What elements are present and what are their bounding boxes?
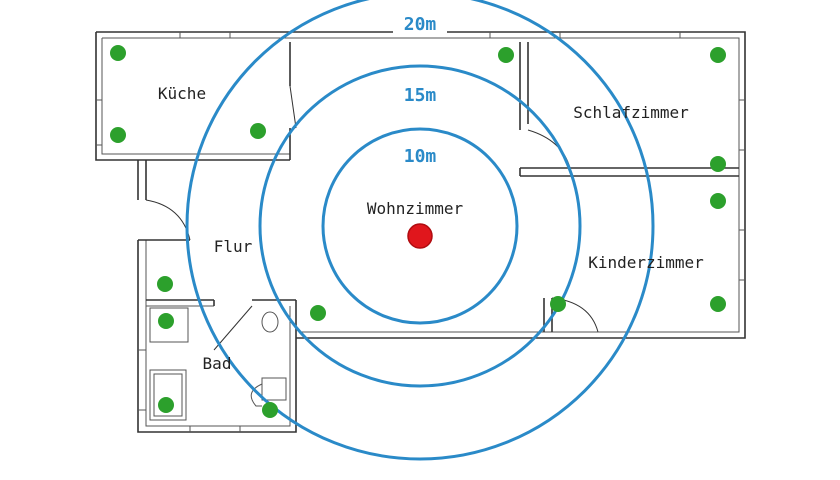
router-dot <box>407 223 433 249</box>
device-dot <box>550 296 566 312</box>
device-dot <box>710 296 726 312</box>
label-bg-15m <box>393 80 447 106</box>
device-dot <box>262 402 278 418</box>
range-label-20m: 20m <box>404 14 437 35</box>
device-dot <box>710 193 726 209</box>
room-label-schlafzimmer: Schlafzimmer <box>573 103 689 122</box>
room-label-bad: Bad <box>203 354 232 373</box>
range-ring-10m <box>321 127 519 325</box>
device-dot <box>310 305 326 321</box>
range-label-15m: 15m <box>404 85 437 106</box>
range-ring-15m <box>258 64 582 388</box>
range-label-10m: 10m <box>404 146 437 167</box>
device-dot <box>250 123 266 139</box>
device-dot <box>710 156 726 172</box>
range-ring-20m <box>185 0 655 461</box>
label-bg-20m <box>393 8 447 36</box>
device-dot <box>498 47 514 63</box>
device-dot <box>158 313 174 329</box>
device-dot <box>110 45 126 61</box>
room-label-flur: Flur <box>214 237 253 256</box>
device-dot <box>710 47 726 63</box>
range-rings <box>185 0 655 461</box>
label-bg-10m <box>393 142 447 168</box>
room-label-kueche: Küche <box>158 84 206 103</box>
room-label-kinderzimmer: Kinderzimmer <box>588 253 704 272</box>
doors <box>145 85 599 407</box>
device-dot <box>110 127 126 143</box>
device-dot <box>158 397 174 413</box>
room-label-wohnzimmer: Wohnzimmer <box>367 199 464 218</box>
devices <box>110 45 726 418</box>
device-dot <box>157 276 173 292</box>
